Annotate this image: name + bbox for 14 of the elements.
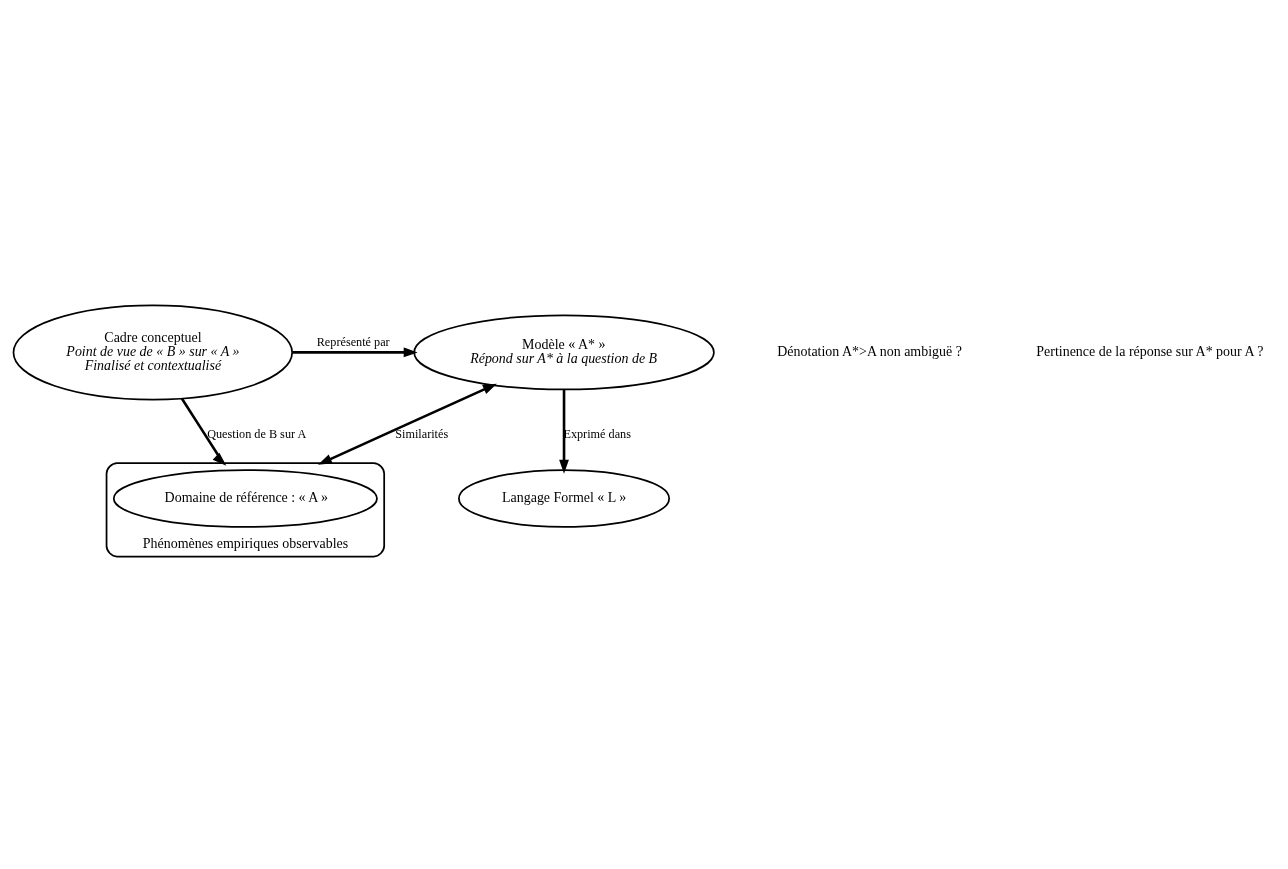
edge-label: Similarités	[395, 426, 449, 441]
label: Pertinence de la réponse sur A* pour A ?	[1036, 343, 1264, 359]
arrow	[559, 389, 569, 474]
node-ellipse: Domaine de référence : « A »	[112, 469, 378, 528]
arrow	[180, 397, 227, 466]
node-ellipse: Cadre conceptuel Point de vue de « B » sur « A » Finalisé et contextualisé	[12, 304, 294, 401]
edge-label: Représenté par	[316, 335, 390, 350]
edge-label: Exprimé dans	[563, 426, 631, 441]
node-ellipse: Langage Formel « L »	[458, 469, 671, 528]
node-ellipse: Modèle « A* » Répond sur A* à la question de B	[413, 314, 715, 391]
arrow	[292, 347, 418, 358]
arrow	[317, 383, 497, 465]
edge-label: Question de B sur A	[207, 426, 307, 441]
label: Dénotation A*>A non ambiguë ?	[777, 343, 962, 359]
